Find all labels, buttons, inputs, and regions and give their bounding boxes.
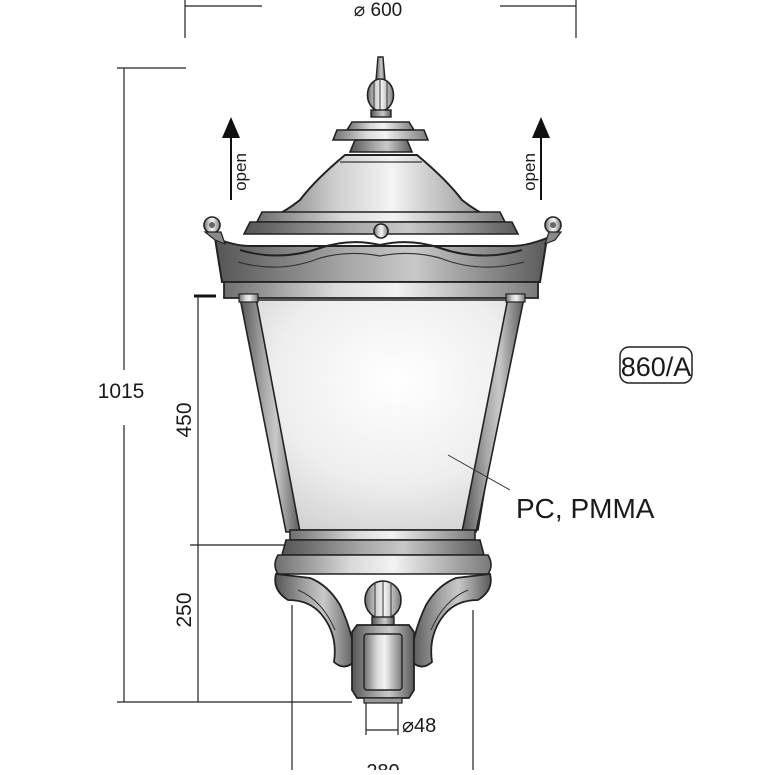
dimension-glass-height: 450 250	[173, 294, 288, 702]
roof	[242, 154, 520, 235]
dimension-spigot-label: ⌀48	[402, 715, 436, 737]
open-arrow-right: open	[520, 117, 550, 200]
dimension-top-width: ⌀ 600	[184, 0, 577, 38]
lantern-illustration	[203, 56, 563, 704]
finial	[331, 56, 430, 153]
model-code-label: 860/A	[621, 352, 692, 382]
dimension-glass-height-label: 450	[173, 402, 196, 437]
spigot-housing	[351, 624, 415, 704]
dimension-base-height-label: 250	[173, 592, 196, 627]
glass-panel	[238, 293, 526, 533]
open-label-left: open	[231, 153, 250, 191]
lower-ring	[274, 529, 492, 575]
dimension-total-height-label: 1015	[98, 380, 145, 403]
lower-ornament	[364, 580, 402, 626]
model-code-badge: 860/A	[619, 346, 693, 384]
dimension-base-width-label: 280	[366, 761, 399, 770]
crown-band	[203, 216, 563, 299]
dimension-top-width-label: ⌀ 600	[354, 0, 402, 21]
material-leader-line	[447, 454, 511, 491]
dimension-total-height: 1015	[98, 67, 352, 703]
open-arrow-left: open	[222, 117, 250, 200]
material-label: PC, PMMA	[516, 493, 655, 524]
open-label-right: open	[520, 153, 539, 191]
dimension-spigot: ⌀48	[365, 702, 436, 737]
bracket-arms	[274, 573, 492, 668]
